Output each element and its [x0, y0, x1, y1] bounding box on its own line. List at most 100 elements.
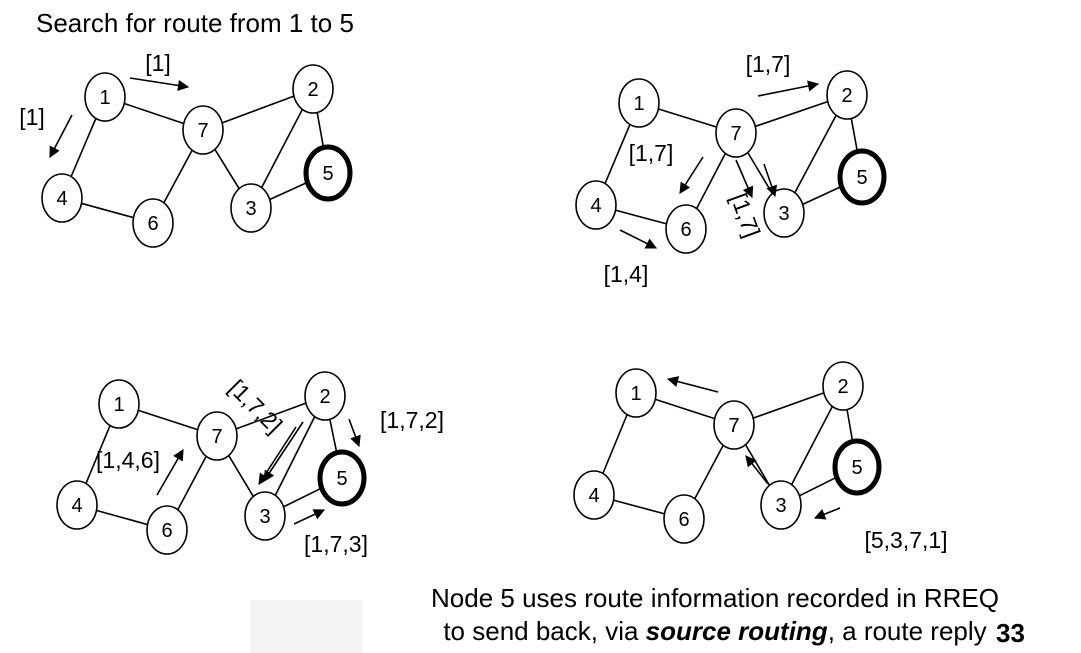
message-arrow	[813, 507, 841, 520]
edge-1-7	[657, 108, 718, 128]
message-arrow	[735, 159, 754, 199]
node-label: 2	[319, 386, 330, 408]
node-label: 7	[730, 123, 741, 145]
node-circle	[304, 371, 346, 421]
node-2: 2	[304, 371, 346, 421]
edge-7-3	[212, 146, 242, 192]
edge-2-3	[789, 403, 835, 488]
node-label: 5	[336, 468, 347, 490]
edge-2-5	[849, 114, 859, 155]
node-label: 1	[113, 394, 124, 416]
node-label: 2	[841, 85, 852, 107]
destination-node-circle	[317, 449, 367, 507]
node-1: 1	[84, 72, 126, 122]
caption-emphasis: source routing	[645, 616, 828, 646]
node-circle	[230, 183, 272, 233]
message-arrow	[156, 449, 184, 496]
edge-7-3	[226, 452, 256, 500]
route-label: [5,3,7,1]	[864, 527, 947, 553]
node-4: 4	[41, 173, 83, 223]
edge-4-6	[613, 499, 665, 515]
node-circle	[822, 361, 864, 411]
watermark-box	[250, 600, 362, 653]
edge-1-7	[654, 398, 716, 420]
node-label: 1	[630, 383, 641, 405]
edge-6-7	[692, 442, 726, 502]
message-arrow	[679, 156, 704, 194]
node-label: 2	[307, 79, 318, 101]
node-label: 1	[633, 93, 644, 115]
node-1: 1	[618, 78, 660, 128]
node-label: 5	[322, 163, 333, 185]
edge-1-4	[83, 422, 113, 487]
route-label: [1,7,3]	[304, 531, 368, 557]
node-4: 4	[56, 480, 98, 530]
node-label: 1	[99, 87, 110, 109]
node-5: 5	[837, 148, 887, 206]
node-6: 6	[665, 204, 707, 254]
node-6: 6	[132, 198, 174, 248]
node-circle	[98, 379, 140, 429]
destination-node-circle	[303, 144, 353, 202]
caption-line-1: Node 5 uses route information recorded i…	[431, 583, 999, 613]
node-circle	[763, 188, 805, 238]
edge-1-4	[603, 121, 632, 187]
node-1: 1	[615, 368, 657, 418]
edge-6-7	[161, 147, 195, 206]
edge-2-5	[845, 405, 854, 445]
edge-1-4	[600, 411, 630, 477]
node-label: 6	[161, 520, 172, 542]
message-arrow	[619, 229, 658, 249]
message-arrow	[49, 114, 73, 158]
node-circle	[618, 78, 660, 128]
node-circle	[663, 494, 705, 544]
page-number: 33	[996, 618, 1025, 648]
node-circle	[182, 105, 224, 155]
route-label: [1,7,2]	[380, 407, 444, 433]
edge-3-5	[268, 181, 308, 201]
node-3: 3	[244, 491, 286, 541]
destination-node-circle	[832, 438, 882, 496]
edge-2-5	[315, 108, 325, 151]
node-label: 4	[56, 188, 67, 210]
edge-2-3	[273, 413, 317, 499]
node-label: 7	[211, 426, 222, 448]
route-label: [1,4,6]	[96, 447, 160, 473]
slide-caption: Node 5 uses route information recorded i…	[385, 582, 1045, 648]
node-2: 2	[826, 70, 868, 120]
edge-1-7	[137, 409, 199, 431]
edge-2-5	[328, 415, 339, 456]
node-5: 5	[317, 449, 367, 507]
slide-title: Search for route from 1 to 5	[36, 8, 354, 38]
message-arrow	[757, 80, 820, 97]
node-label: 3	[778, 203, 789, 225]
node-4: 4	[575, 180, 617, 230]
edge-3-5	[798, 476, 837, 497]
node-label: 6	[680, 219, 691, 241]
node-circle	[665, 204, 707, 254]
edge-7-2	[754, 100, 829, 128]
message-arrow	[348, 418, 361, 448]
node-label: 2	[837, 376, 848, 398]
node-2: 2	[822, 361, 864, 411]
edge-2-3	[792, 112, 839, 196]
route-label: [1,4]	[604, 261, 649, 287]
edge-1-4	[69, 115, 98, 180]
route-label: [1]	[19, 104, 45, 130]
node-4: 4	[573, 470, 615, 520]
message-arrow	[763, 163, 778, 198]
edge-1-7	[123, 102, 185, 125]
edge-4-6	[81, 202, 134, 219]
edge-7-2	[235, 402, 307, 430]
node-label: 6	[678, 509, 689, 531]
node-circle	[713, 400, 755, 450]
route-label: [1,7]	[629, 140, 674, 166]
node-label: 3	[259, 506, 270, 528]
node-7: 7	[182, 105, 224, 155]
edge-4-6	[96, 509, 148, 526]
node-3: 3	[763, 188, 805, 238]
node-label: 4	[588, 485, 599, 507]
